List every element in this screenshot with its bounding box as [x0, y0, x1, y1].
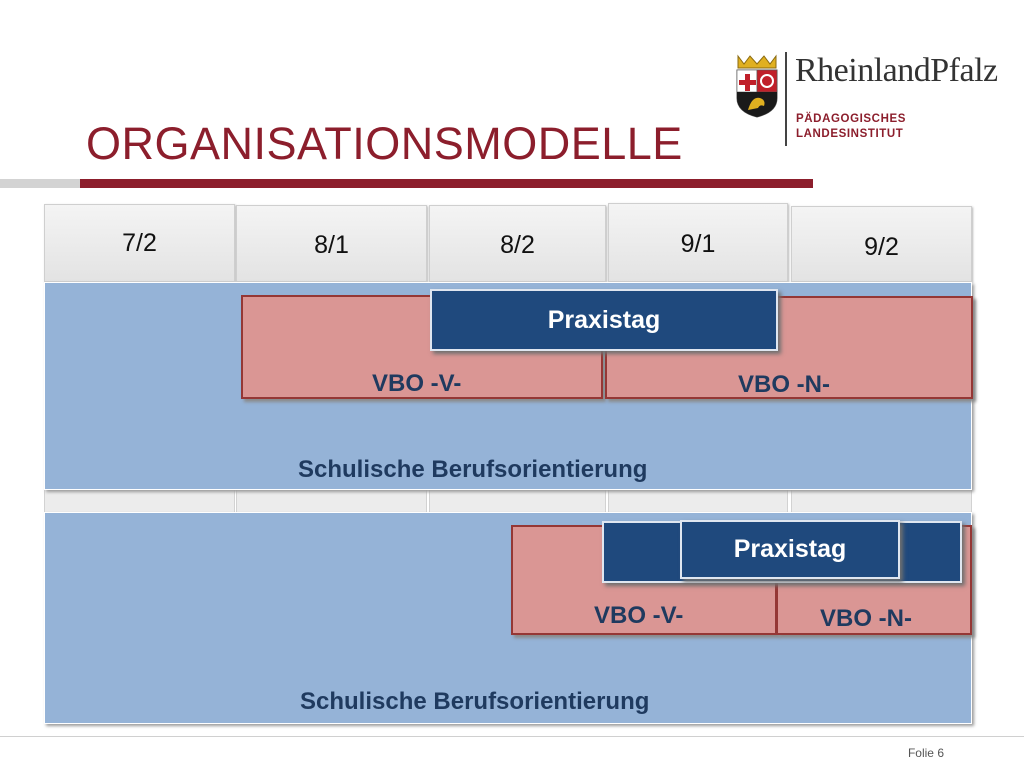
band-label-1: Schulische Berufsorientierung	[298, 456, 648, 483]
title-underline-red	[80, 179, 813, 188]
column-header-9-1: 9/1	[608, 203, 788, 282]
title-underline-gray	[0, 179, 80, 188]
coat-of-arms-icon	[736, 54, 778, 118]
band-label-2: Schulische Berufsorientierung	[300, 688, 650, 715]
vbo-v-label-1: VBO -V-	[372, 370, 462, 397]
column-label: 9/2	[864, 232, 899, 261]
column-header-8-2: 8/2	[429, 205, 606, 282]
column-label: 9/1	[680, 230, 716, 258]
page-title: ORGANISATIONSMODELLE	[86, 118, 683, 169]
vbo-v-label-2: VBO -V-	[594, 602, 684, 629]
logo-subtitle-line2: LANDESINSTITUT	[796, 128, 904, 140]
praxistag-box-2: Praxistag	[680, 520, 900, 579]
slide-number: Folie 6	[907, 746, 944, 760]
vbo-n-label-1: VBO -N-	[738, 371, 830, 398]
column-label: 8/2	[500, 231, 535, 259]
praxistag-box-1: Praxistag	[430, 289, 778, 351]
footer-divider	[0, 736, 1024, 737]
column-header-9-2: 9/2	[791, 206, 972, 282]
column-header-7-2: 7/2	[44, 204, 235, 282]
praxistag-label: Praxistag	[733, 535, 847, 563]
vbo-n-label-2: VBO -N-	[820, 605, 912, 632]
logo-divider	[785, 52, 787, 146]
logo-wordmark: RheinlandPfalz	[795, 52, 998, 89]
column-label: 7/2	[122, 229, 157, 257]
column-header-8-1: 8/1	[236, 205, 427, 282]
column-label: 8/1	[314, 231, 349, 259]
praxistag-label: Praxistag	[547, 305, 661, 334]
logo-subtitle-line1: PÄDAGOGISCHES	[796, 113, 907, 125]
